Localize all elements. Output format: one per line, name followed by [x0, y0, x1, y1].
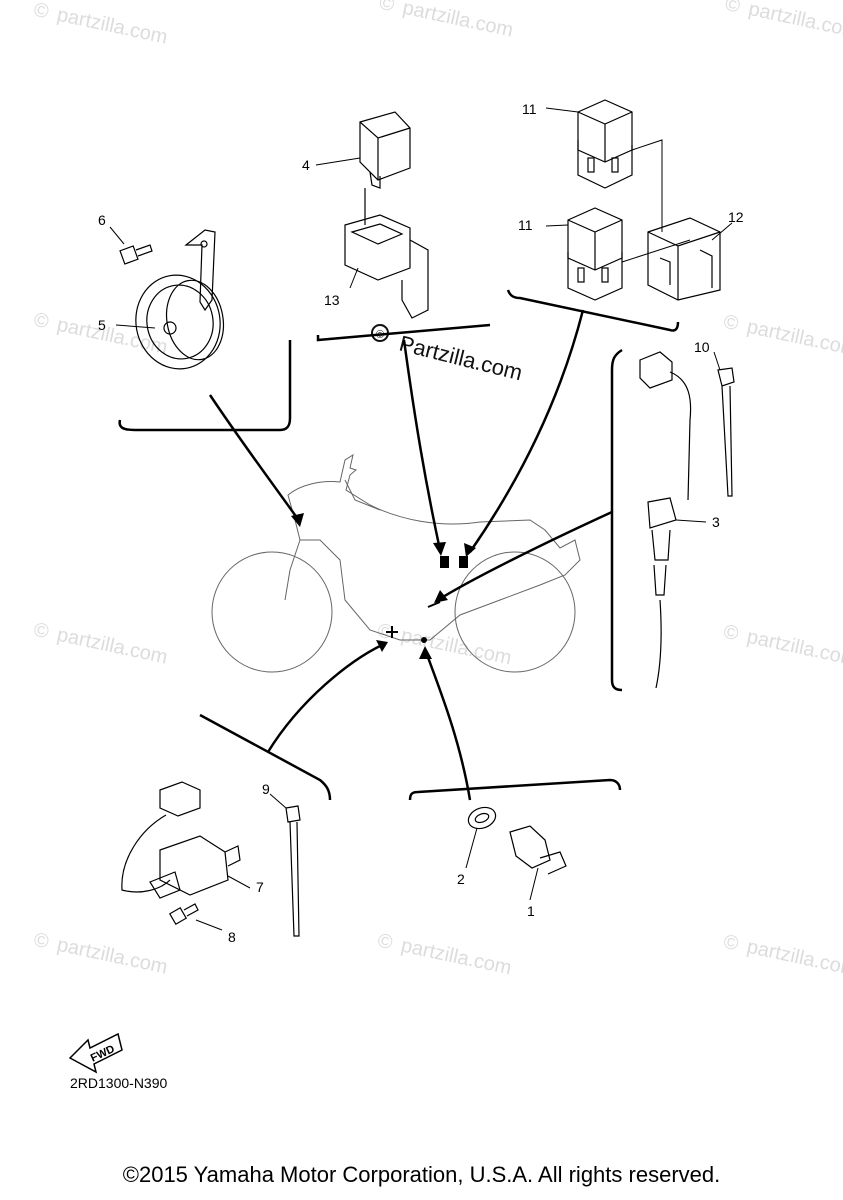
callout-13: 13	[324, 292, 340, 308]
watermark-text: partzilla.com	[745, 316, 843, 361]
motorcycle-silhouette	[211, 453, 581, 673]
watermark-text: partzilla.com	[745, 936, 843, 981]
watermark-layer: © partzilla.com © partzilla.com © partzi…	[32, 0, 843, 981]
watermark-symbol: ©	[32, 929, 51, 954]
screw-part-8	[168, 903, 199, 926]
callout-12: 12	[728, 209, 744, 225]
callout-2: 2	[457, 871, 465, 887]
callout-9: 9	[262, 781, 270, 797]
callout-1: 1	[527, 903, 535, 919]
switch-location-marker	[427, 601, 441, 608]
leader-arrows	[208, 309, 613, 801]
pump-location-marker	[386, 626, 398, 638]
callout-leaders	[109, 107, 733, 931]
watermark-symbol: ©	[721, 311, 740, 336]
relay-part-4	[359, 111, 411, 225]
callout-4: 4	[302, 157, 310, 173]
copyright-notice: ©2015 Yamaha Motor Corporation, U.S.A. A…	[122, 1162, 721, 1187]
pump-part-7	[121, 781, 241, 899]
sensor-location-marker	[421, 637, 427, 643]
cable-tie-part-10	[717, 367, 735, 497]
relay-part-11-bottom	[567, 207, 623, 301]
switch-part-3	[639, 351, 692, 689]
watermark-symbol: ©	[32, 0, 51, 23]
watermark-symbol: ©	[32, 309, 51, 334]
relay-part-11-top	[577, 99, 633, 189]
watermark-text: partzilla.com	[745, 626, 843, 671]
watermark-symbol: ©	[377, 0, 396, 16]
watermark-text: partzilla.com	[55, 934, 169, 979]
relay-location-marker	[440, 556, 449, 568]
watermark-symbol: ©	[376, 930, 395, 955]
callout-3: 3	[712, 514, 720, 530]
arrow-heads	[291, 513, 476, 659]
watermark-symbol: ©	[721, 621, 740, 646]
cable-tie-part-9	[285, 805, 301, 937]
callout-6: 6	[98, 212, 106, 228]
callout-5: 5	[98, 317, 106, 333]
watermark-text: partzilla.com	[399, 625, 513, 670]
watermark-text: partzilla.com	[55, 4, 169, 49]
group-brackets	[118, 289, 680, 801]
callout-10: 10	[694, 339, 710, 355]
callout-11-bottom: 11	[518, 217, 533, 233]
watermark-symbol: ©	[32, 619, 51, 644]
sender-part-1	[509, 825, 567, 875]
bracket-part-13	[344, 214, 429, 319]
relay-location-marker	[459, 556, 468, 568]
watermark-symbol: ©	[723, 0, 742, 18]
diagram-code: 2RD1300-N390	[70, 1075, 167, 1091]
relay-connector-lines	[621, 139, 691, 263]
washer-part-2	[467, 806, 497, 830]
callout-11-top: 11	[522, 101, 537, 117]
center-watermark-text: Partzilla.com	[397, 331, 525, 386]
bolt-part-6	[119, 244, 153, 265]
watermark-text: partzilla.com	[55, 314, 169, 359]
watermark-text: partzilla.com	[55, 624, 169, 669]
callout-8: 8	[228, 929, 236, 945]
callout-7: 7	[256, 879, 264, 895]
watermark-text: partzilla.com	[401, 0, 515, 42]
watermark-symbol: ©	[721, 931, 740, 956]
watermark-text: partzilla.com	[747, 0, 843, 43]
watermark-symbol: ©	[376, 620, 395, 645]
watermark-text: partzilla.com	[399, 935, 513, 980]
fwd-arrow-icon: FWD	[68, 1032, 123, 1074]
relay-holder-part-12	[647, 217, 721, 301]
